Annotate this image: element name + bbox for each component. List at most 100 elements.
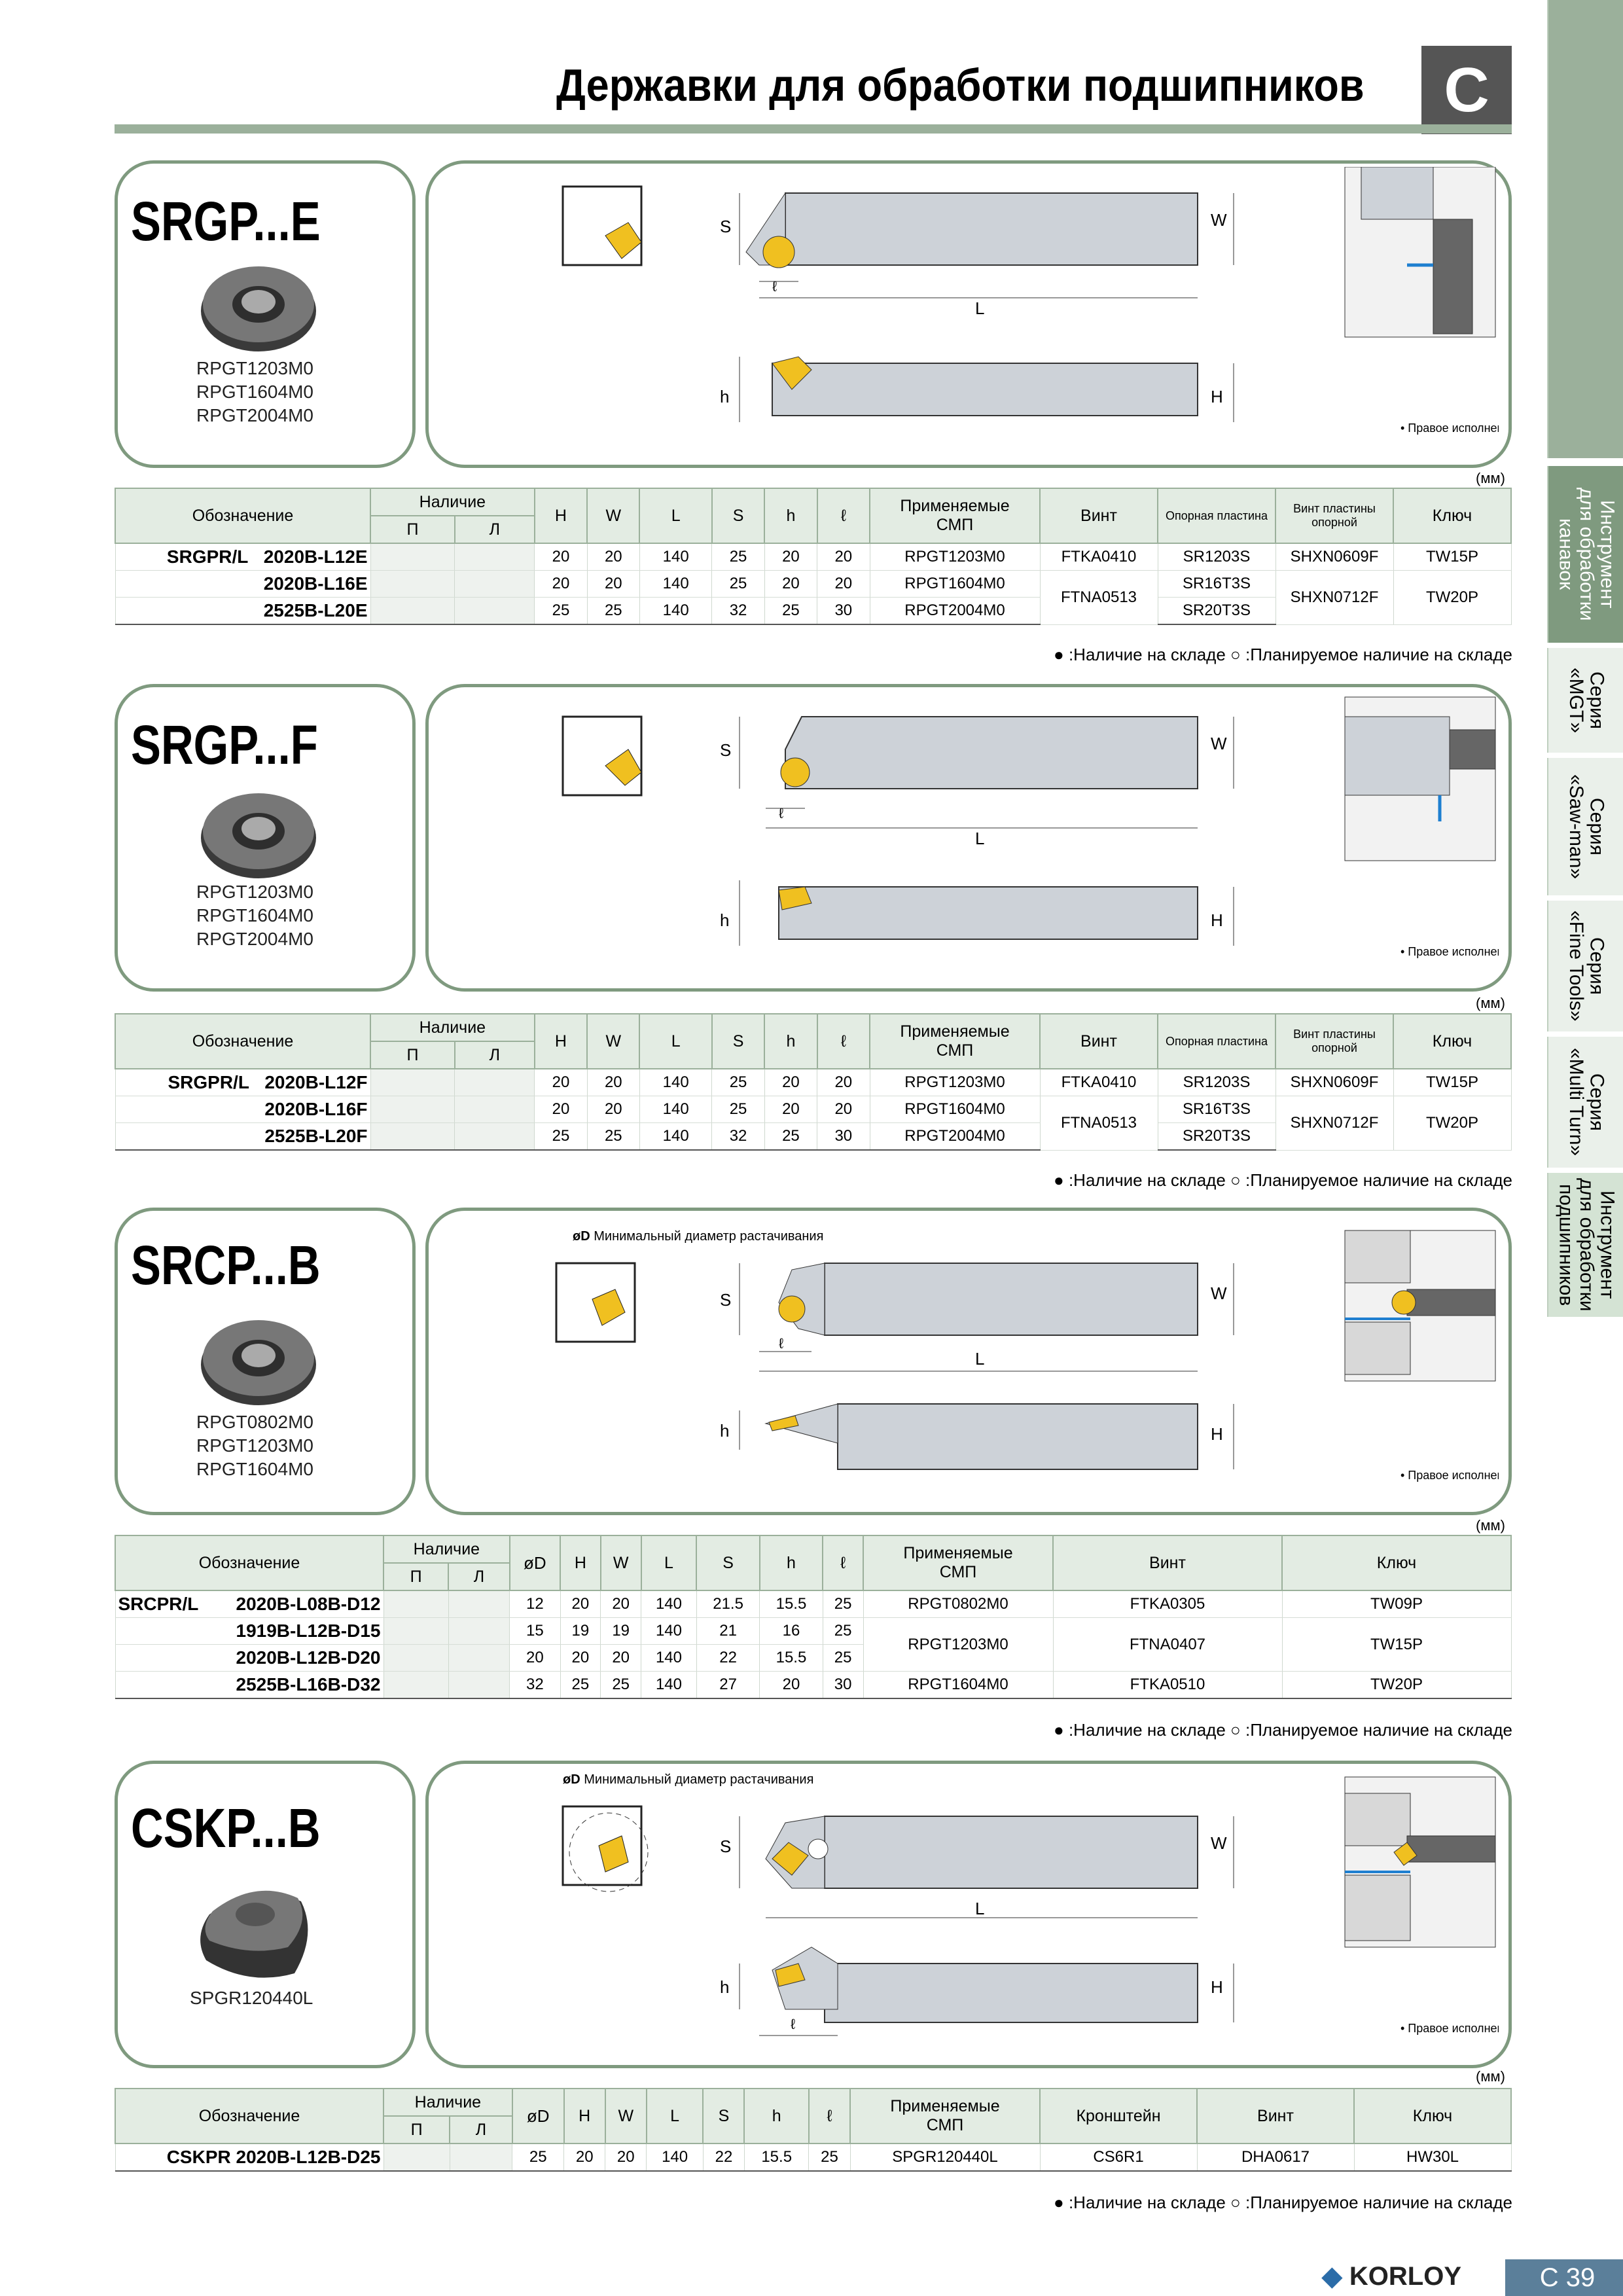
cell: 140 — [639, 597, 713, 625]
cell: RPGT2004M0 — [869, 597, 1041, 625]
dim-label: H — [1211, 387, 1223, 406]
min-bore-label: øD Минимальный диаметр растачивания — [563, 1772, 813, 1787]
stock-l — [454, 1096, 535, 1123]
cell: 16 — [759, 1617, 823, 1645]
col-header: Обозначение — [115, 1013, 371, 1069]
unit-label: (мм) — [1476, 1517, 1505, 1534]
cell: 15.5 — [759, 1644, 823, 1672]
tool-drawing: øD Минимальный диаметр растачивания S W … — [555, 1229, 1499, 1482]
cell: RPGT1203M0 — [869, 543, 1041, 571]
col-header: Винт — [1039, 1013, 1158, 1069]
cell: SR1203S — [1157, 1068, 1276, 1096]
insert-code: RPGT1203M0 — [196, 882, 313, 902]
col-header: Наличие — [383, 2088, 513, 2117]
designation: 2525B-L20E — [115, 597, 371, 625]
code: 2020B-L08B-D12 — [236, 1594, 381, 1614]
tab-saw-man[interactable]: Серия «Saw-man» — [1547, 758, 1623, 895]
insert-code: RPGT2004M0 — [196, 405, 313, 425]
cell: 25 — [822, 1617, 864, 1645]
tab-fine-tools[interactable]: Серия «Fine Tools» — [1547, 901, 1623, 1031]
dim-label: H — [1211, 1424, 1223, 1444]
designation: 1919B-L12B-D15 — [115, 1617, 384, 1645]
cell: SR16T3S — [1157, 1096, 1276, 1123]
cell: 20 — [764, 570, 818, 598]
cell: 32 — [711, 1122, 765, 1151]
cell: 140 — [641, 1644, 697, 1672]
cell: TW20P — [1393, 1096, 1512, 1151]
cell: 25 — [822, 1590, 864, 1618]
tab-label: Серия «Multi Turn» — [1565, 1048, 1608, 1157]
insert-image-round — [201, 1320, 316, 1405]
tab-grooving[interactable]: Инструмент для обработки канавок — [1547, 466, 1623, 643]
cell: 25 — [534, 1122, 588, 1151]
min-bore-text: Минимальный диаметр растачивания — [594, 1229, 823, 1244]
stock-l — [448, 1590, 510, 1618]
cell: 15.5 — [759, 1590, 823, 1618]
cell: 140 — [641, 1617, 697, 1645]
cell: 140 — [641, 1590, 697, 1618]
col-header: H — [560, 1535, 601, 1591]
cell: 21 — [696, 1617, 760, 1645]
dim-label: h — [720, 1977, 729, 1997]
page-title: Державки для обработки подшипников — [556, 60, 1364, 111]
dim-label: H — [1211, 1977, 1223, 1997]
cell: FTKA0410 — [1039, 1068, 1158, 1096]
cell: 32 — [509, 1671, 561, 1699]
col-header: W — [604, 2088, 647, 2144]
brand-name: KORLOY — [1349, 2262, 1462, 2291]
col-header: L — [645, 2088, 704, 2144]
stock-l — [449, 2143, 513, 2172]
unit-label: (мм) — [1476, 995, 1505, 1011]
cell: 25 — [586, 597, 640, 625]
legend-text: :Наличие на складе — [1068, 645, 1226, 664]
stock-r — [383, 1671, 449, 1699]
tab-label: Инструмент для обработки подшипников — [1555, 1178, 1618, 1312]
col-header: Наличие — [383, 1535, 510, 1564]
dim-label: S — [720, 1290, 731, 1310]
cell: 19 — [600, 1617, 642, 1645]
col-header: h — [758, 1535, 824, 1591]
dim-label: h — [720, 1421, 729, 1441]
cell: 22 — [702, 2143, 745, 2172]
stock-r — [370, 1096, 455, 1123]
cell: 20 — [759, 1671, 823, 1699]
col-header: Обозначение — [115, 2088, 384, 2144]
prefix: SRGPR/L — [168, 1072, 249, 1092]
col-header: h — [764, 488, 818, 544]
dim-label: W — [1211, 1283, 1227, 1303]
section-badge: C — [1421, 46, 1512, 134]
stock-r — [383, 1644, 449, 1672]
tab-bearing[interactable]: Инструмент для обработки подшипников — [1547, 1173, 1623, 1317]
cell: 30 — [822, 1671, 864, 1699]
insert-list: RPGT1203M0 RPGT1604M0 RPGT2004M0 — [196, 357, 313, 427]
cell: 140 — [641, 1671, 697, 1699]
cell: FTKA0410 — [1039, 543, 1158, 571]
cell: 20 — [534, 1068, 588, 1096]
cell: 20 — [764, 1068, 818, 1096]
stock-l — [448, 1617, 510, 1645]
stock-l — [454, 543, 535, 571]
cell: 20 — [586, 1068, 640, 1096]
prefix: SRCPR/L — [118, 1594, 199, 1614]
cell: 20 — [764, 543, 818, 571]
stock-l — [454, 597, 535, 625]
tab-multi-turn[interactable]: Серия «Multi Turn» — [1547, 1037, 1623, 1168]
stock-r — [370, 597, 455, 625]
tab-mgt[interactable]: Серия «MGT» — [1547, 648, 1623, 753]
insert-code: RPGT1203M0 — [196, 358, 313, 378]
note-right-hand: • Правое исполнение — [1400, 945, 1499, 958]
cell: 20 — [817, 1096, 870, 1123]
cell: 25 — [711, 570, 765, 598]
spec-table: Обозначение Наличие H W L S h ℓ Применяе… — [115, 488, 1512, 625]
cell: 22 — [696, 1644, 760, 1672]
legend-text: :Наличие на складе — [1068, 2193, 1226, 2212]
col-header: Наличие — [370, 1013, 535, 1042]
col-header: S — [702, 2088, 745, 2144]
designation: SRGPR/L 2020B-L12F — [115, 1068, 371, 1096]
cell: 25 — [764, 597, 818, 625]
col-header: Винт — [1052, 1535, 1283, 1591]
